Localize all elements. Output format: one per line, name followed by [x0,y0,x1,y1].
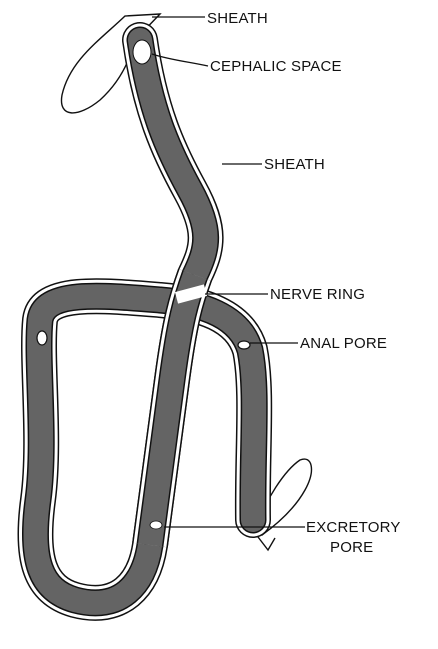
label-anal-pore: ANAL PORE [300,335,387,352]
anal-pore [238,341,250,349]
label-sheath-mid: SHEATH [264,156,325,173]
excretory-pore [150,521,162,529]
label-cephalic-space: CEPHALIC SPACE [210,58,342,75]
label-nerve-ring: NERVE RING [270,286,365,303]
cephalic-space [133,40,151,64]
label-excretory-line1: EXCRETORY [306,519,401,536]
loop-vesicle [37,331,47,345]
label-sheath-top: SHEATH [207,10,268,27]
label-excretory-line2: PORE [330,539,373,556]
